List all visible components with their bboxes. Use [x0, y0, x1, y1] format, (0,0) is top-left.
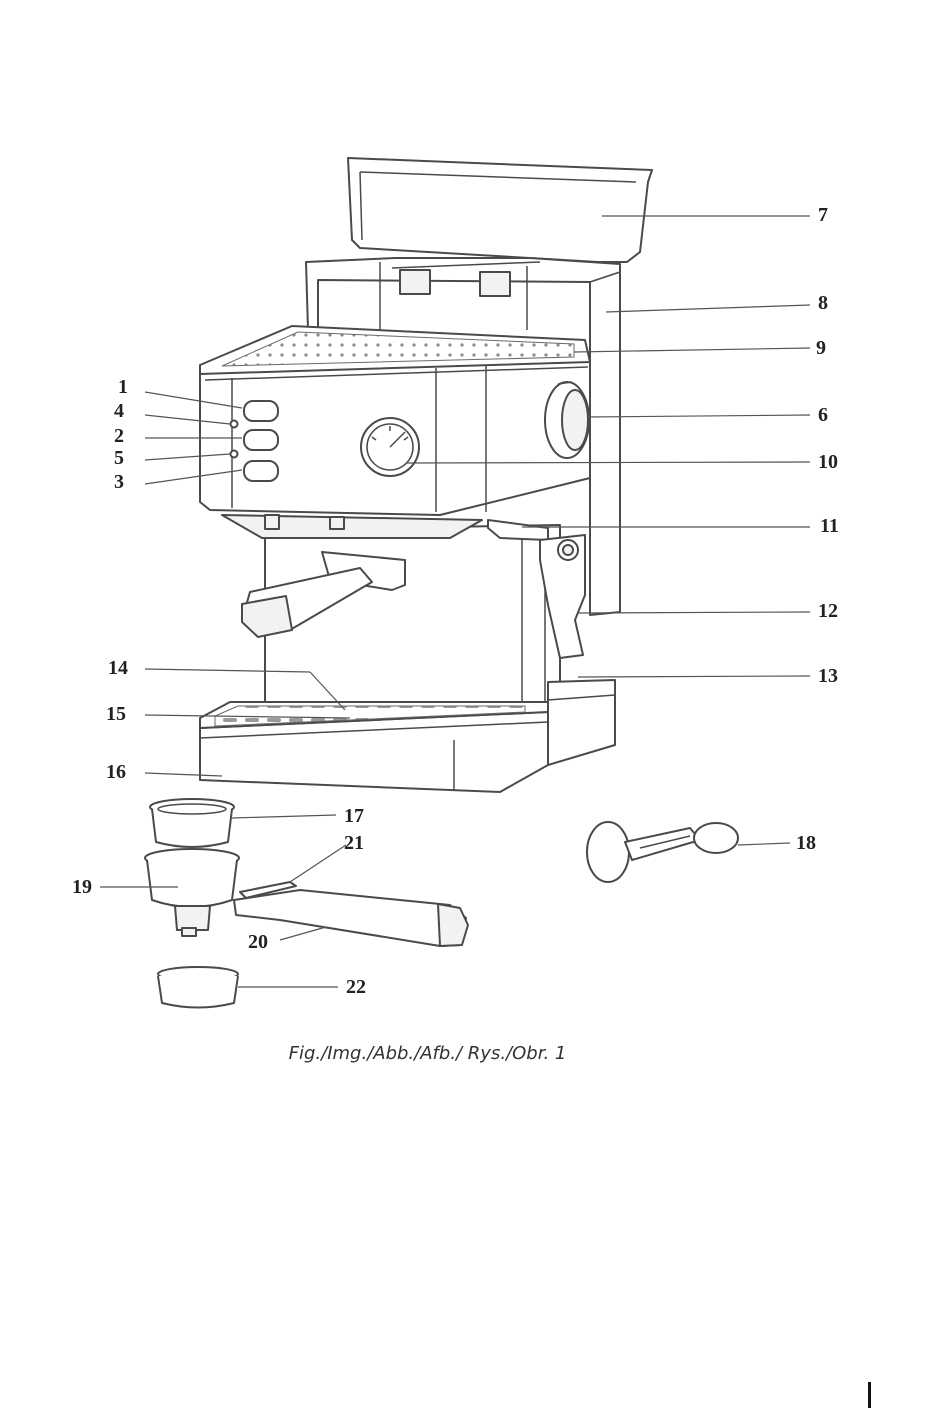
- callout-21: 21: [344, 832, 364, 854]
- measuring-spoon-tamper: [587, 822, 738, 882]
- callout-18: 18: [796, 832, 816, 854]
- callout-9: 9: [816, 337, 826, 359]
- callout-16: 16: [106, 761, 126, 783]
- callout-10: 10: [818, 451, 838, 473]
- callout-15: 15: [106, 703, 126, 725]
- callout-2: 2: [114, 425, 124, 447]
- callout-13: 13: [818, 665, 838, 687]
- steam-knob: [545, 382, 589, 458]
- water-tank-lid: [348, 158, 652, 262]
- callout-3: 3: [114, 471, 124, 493]
- callout-17: 17: [344, 805, 364, 827]
- callout-6: 6: [818, 404, 828, 426]
- callout-1: 1: [118, 376, 128, 398]
- callout-5: 5: [114, 447, 124, 469]
- callout-20: 20: [248, 931, 268, 953]
- callout-19: 19: [72, 876, 92, 898]
- page-edge-marker: [868, 1382, 871, 1408]
- callout-11: 11: [820, 515, 839, 537]
- filter-basket-single: [150, 799, 234, 847]
- figure-caption: Fig./Img./Abb./Afb./ Rys./Obr. 1: [0, 1043, 855, 1064]
- callout-14: 14: [108, 657, 128, 679]
- portafilter-handle: [234, 882, 468, 946]
- filter-basket-double: [145, 849, 239, 936]
- callout-8: 8: [818, 292, 828, 314]
- callout-4: 4: [114, 400, 124, 422]
- callout-7: 7: [818, 204, 828, 226]
- callout-22: 22: [346, 976, 366, 998]
- pressure-gauge: [361, 418, 419, 476]
- callout-12: 12: [818, 600, 838, 622]
- filter-basket-extra: [158, 967, 238, 1008]
